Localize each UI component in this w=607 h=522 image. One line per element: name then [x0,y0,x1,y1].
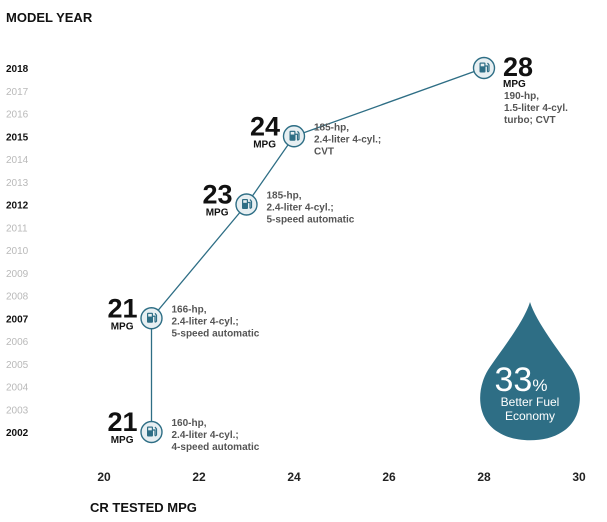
y-axis-title: MODEL YEAR [6,10,93,25]
year-label: 2013 [6,178,29,189]
year-label: 2002 [6,428,29,439]
mpg-unit-label: MPG [111,321,134,332]
year-label: 2007 [6,314,29,325]
year-label: 2008 [6,292,29,303]
fuel-pump-icon [479,62,490,73]
year-label: 2017 [6,87,29,98]
engine-spec-line: turbo; CVT [504,115,556,126]
engine-spec-line: 166-hp, [172,304,207,315]
fuel-pump-icon [147,426,158,437]
mpg-unit-label: MPG [206,208,229,219]
year-labels: 2018 2017 2016 2015 2014 2013 2012 2011 2010 2009… [6,64,29,439]
fuel-economy-callout: 33% Better Fuel Economy [480,302,580,441]
engine-spec-line: 185-hp, [267,191,302,202]
year-label: 2003 [6,405,29,416]
engine-spec-line: 185-hp, [314,122,349,133]
callout-line-2: Economy [505,409,555,423]
mpg-unit-label: MPG [253,139,276,150]
x-tick-label: 20 [97,470,111,484]
x-tick-label: 24 [287,470,301,484]
x-tick-label: 22 [192,470,206,484]
engine-spec-line: 1.5-liter 4-cyl. [504,103,568,114]
engine-spec-line: 5-speed automatic [267,215,355,226]
engine-spec-line: 5-speed automatic [172,328,260,339]
year-label: 2012 [6,201,29,212]
engine-spec-line: CVT [314,146,334,157]
x-axis-title: CR TESTED MPG [90,500,197,515]
mpg-value-label: 28 [503,52,533,82]
engine-spec-line: 4-speed automatic [172,442,260,453]
callout-line-1: Better Fuel [501,395,560,409]
x-tick-label: 26 [382,470,396,484]
mpg-value-label: 24 [250,111,280,141]
fuel-pump-icon [289,130,300,141]
mpg-value-label: 21 [107,293,137,323]
mpg-unit-label: MPG [111,435,134,446]
year-label: 2018 [6,64,29,75]
x-tick-label: 30 [572,470,586,484]
engine-spec-line: 160-hp, [172,418,207,429]
water-drop-icon [480,302,580,441]
year-label: 2004 [6,383,29,394]
x-tick-label: 28 [477,470,491,484]
fuel-pump-icon [147,312,158,323]
engine-spec-line: 190-hp, [504,91,539,102]
engine-spec-line: 2.4-liter 4-cyl.; [172,430,239,441]
year-label: 2011 [6,223,28,234]
year-label: 2010 [6,246,29,257]
engine-spec-line: 2.4-liter 4-cyl.; [172,316,239,327]
fuel-pump-icon [242,199,253,209]
mpg-value-label: 21 [107,407,137,437]
year-label: 2016 [6,110,29,121]
engine-spec-line: 2.4-liter 4-cyl.; [267,203,334,214]
engine-spec-line: 2.4-liter 4-cyl.; [314,134,381,145]
mpg-unit-label: MPG [503,79,526,90]
mpg-value-label: 23 [202,180,232,210]
year-label: 2005 [6,360,29,371]
x-tick-labels: 20 22 24 26 28 30 [97,470,586,484]
year-label: 2006 [6,337,29,348]
year-label: 2009 [6,269,29,280]
callout-value: 33% [495,361,548,399]
year-label: 2014 [6,155,29,166]
year-label: 2015 [6,132,29,143]
